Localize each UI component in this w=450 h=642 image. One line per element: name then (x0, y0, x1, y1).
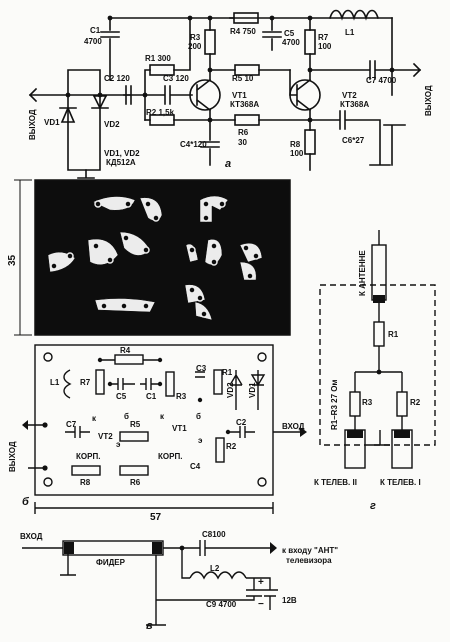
r8-value: 100 (290, 149, 304, 158)
pcb-part-vd2: VD2 (226, 382, 235, 398)
splitter-r1-label: R1 (388, 330, 399, 339)
supply-voltage-label: 12В (282, 596, 297, 605)
pcb-part-r2: R2 (226, 442, 237, 451)
panel-b-label: б (22, 496, 29, 508)
pcb-part-vd1: VD1 (248, 382, 257, 398)
vt1-label: VT1 (232, 91, 247, 100)
pcb-part-c3: C3 (196, 364, 207, 373)
c3-label: C3 120 (163, 74, 189, 83)
pcb-part-r6: R6 (130, 478, 141, 487)
pcb-output-label: ВЫХОД (8, 441, 17, 472)
circuit-a-output-label: ВЫХОД (424, 85, 433, 116)
pcb-part-c1: C1 (146, 392, 157, 401)
l2-label: L2 (210, 564, 220, 573)
c2-label: C2 120 (104, 74, 130, 83)
c9-label: C9 4700 (206, 600, 237, 609)
pcb-part-c2: C2 (236, 418, 247, 427)
c4-label: C4*120 (180, 140, 207, 149)
pcb-part-c5: C5 (116, 392, 127, 401)
splitter-r3-label: R3 (362, 398, 373, 407)
feeder-to-tv-label-2: телевизора (286, 556, 332, 565)
pcb-pin-e2: э (116, 440, 121, 449)
c5-label: C5 (284, 29, 295, 38)
pcb-part-l1: L1 (50, 378, 60, 387)
r2-label: R2 1,5k (146, 108, 175, 117)
r6-label: R6 (238, 128, 249, 137)
pcb-pin-k2: к (92, 414, 97, 423)
pcb-pin-k1: к (160, 412, 165, 421)
vd1-label: VD1 (44, 118, 60, 127)
splitter-antenna-label: К АНТЕННЕ (358, 250, 367, 296)
r5-label: R5 10 (232, 74, 254, 83)
c8-label: C8100 (202, 530, 226, 539)
vt1-type: КТ368А (230, 100, 260, 109)
c1-value: 4700 (84, 37, 102, 46)
splitter-r2-label: R2 (410, 398, 421, 407)
r4-label: R4 750 (230, 27, 256, 36)
pcb-part-r5: R5 (130, 420, 141, 429)
vd-type: КД512А (106, 158, 136, 167)
pcb-part-r8: R8 (80, 478, 91, 487)
r7-value: 100 (318, 42, 332, 51)
pcb-part-vt2: VT2 (98, 432, 113, 441)
pcb-part-vt1: VT1 (172, 424, 187, 433)
splitter-tv1-label: К ТЕЛЕВ. I (380, 478, 421, 487)
pcb-pin-b1: б (196, 412, 201, 421)
splitter-resistor-note: R1–R3 27 Ом (330, 379, 339, 430)
pcb-ground-label-1: КОРП. (158, 452, 183, 461)
pcb-pin-e1: э (198, 436, 203, 445)
r6-value: 30 (238, 138, 247, 147)
r1-label: R1 300 (145, 54, 171, 63)
circuit-a-input-label: ВЫХОД (28, 109, 37, 140)
r3-value: 200 (188, 42, 202, 51)
r7-label: R7 (318, 33, 329, 42)
feeder-label: ФИДЕР (96, 558, 125, 567)
pcb-height-dimension: 35 (7, 254, 18, 266)
c1-label: C1 (90, 26, 101, 35)
vd2-label: VD2 (104, 120, 120, 129)
vt2-label: VT2 (342, 91, 357, 100)
pcb-part-r4: R4 (120, 346, 131, 355)
panel-a-label: а (225, 158, 232, 170)
r8-label: R8 (290, 140, 301, 149)
pcb-input-label: ВХОД (282, 422, 305, 431)
supply-minus-label: − (258, 599, 264, 610)
c7-label: C7 4700 (366, 76, 397, 85)
pcb-part-r1: R1 (222, 368, 233, 377)
r3-label: R3 (190, 33, 201, 42)
supply-plus-label: + (258, 577, 264, 588)
pcb-part-c7: C7 (66, 420, 77, 429)
panel-g-label: г (370, 500, 376, 512)
splitter-tv2-label: К ТЕЛЕВ. II (314, 478, 357, 487)
pcb-part-r3: R3 (176, 392, 187, 401)
vd-note: VD1, VD2 (104, 149, 140, 158)
pcb-ground-label-2: КОРП. (76, 452, 101, 461)
pcb-width-dimension: 57 (150, 512, 162, 523)
feeder-input-label: ВХОД (20, 532, 43, 541)
feeder-to-tv-label: к входу "АНТ" (282, 546, 339, 555)
c5-value: 4700 (282, 38, 300, 47)
c6-label: C6*27 (342, 136, 365, 145)
vt2-type: КТ368А (340, 100, 370, 109)
pcb-pin-b2: б (124, 412, 129, 421)
pcb-part-c4: C4 (190, 462, 201, 471)
pcb-part-r7: R7 (80, 378, 91, 387)
panel-v-label: в (146, 620, 153, 632)
l1-label: L1 (345, 28, 355, 37)
